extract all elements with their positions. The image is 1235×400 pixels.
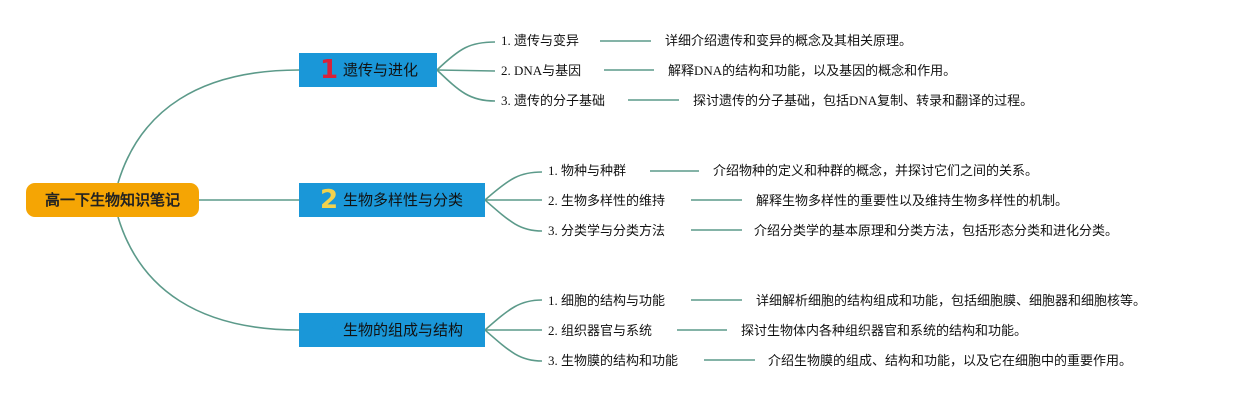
leaf-desc-2-3: 介绍分类学的基本原理和分类方法，包括形态分类和进化分类。 [754,223,1119,238]
b2-fan-3 [484,199,543,232]
leaf-desc-1-1: 详细介绍遗传和变异的概念及其相关原理。 [665,33,913,48]
b1-fan-1 [436,41,496,71]
leaf-desc-1-3: 探讨遗传的分子基础，包括DNA复制、转录和翻译的过程。 [693,93,1034,108]
branch-label-1: 遗传与进化 [343,61,419,79]
root-to-branch-3 [117,216,300,331]
number-badge-3: 3 [319,315,339,345]
leaf-title-3-2[interactable]: 2. 组织器官与系统 [548,323,653,338]
branch-node-1[interactable]: 1 遗传与进化 [299,53,437,87]
leaf-title-2-2[interactable]: 2. 生物多样性的维持 [548,193,666,208]
leaf-title-1-2[interactable]: 2. DNA与基因 [501,63,582,78]
b2-fan-1 [484,171,543,201]
branch-label-3: 生物的组成与结构 [343,321,464,339]
b1-fan-3 [436,69,496,102]
branch-label-2: 生物多样性与分类 [343,191,464,209]
leaf-title-1-1[interactable]: 1. 遗传与变异 [501,33,580,48]
number-badge-1: 1 [319,55,339,85]
number-badge-2: 2 [319,185,339,215]
b3-fan-1 [484,299,543,331]
root-node[interactable]: 高一下生物知识笔记 [26,183,199,217]
leaf-title-1-3[interactable]: 3. 遗传的分子基础 [501,93,606,108]
leaf-desc-2-2: 解释生物多样性的重要性以及维持生物多样性的机制。 [756,193,1069,208]
branch-node-3[interactable]: 3 生物的组成与结构 [299,313,485,347]
leaf-desc-3-3: 介绍生物膜的组成、结构和功能，以及它在细胞中的重要作用。 [768,353,1133,368]
b3-fan-3 [484,329,543,362]
leaf-title-2-3[interactable]: 3. 分类学与分类方法 [548,223,666,238]
leaf-title-3-1[interactable]: 1. 细胞的结构与功能 [548,293,666,308]
branch-node-2[interactable]: 2 生物多样性与分类 [299,183,485,217]
leaf-title-3-3[interactable]: 3. 生物膜的结构和功能 [548,353,679,368]
leaf-desc-3-2: 探讨生物体内各种组织器官和系统的结构和功能。 [741,323,1028,338]
leaf-desc-3-1: 详细解析细胞的结构组成和功能，包括细胞膜、细胞器和细胞核等。 [756,293,1147,308]
leaf-title-2-1[interactable]: 1. 物种与种群 [548,163,627,178]
b1-fan-2 [436,69,496,72]
root-to-branch-1 [117,69,300,184]
leaf-desc-1-2: 解释DNA的结构和功能，以及基因的概念和作用。 [668,63,957,78]
leaf-desc-2-1: 介绍物种的定义和种群的概念，并探讨它们之间的关系。 [713,163,1039,178]
